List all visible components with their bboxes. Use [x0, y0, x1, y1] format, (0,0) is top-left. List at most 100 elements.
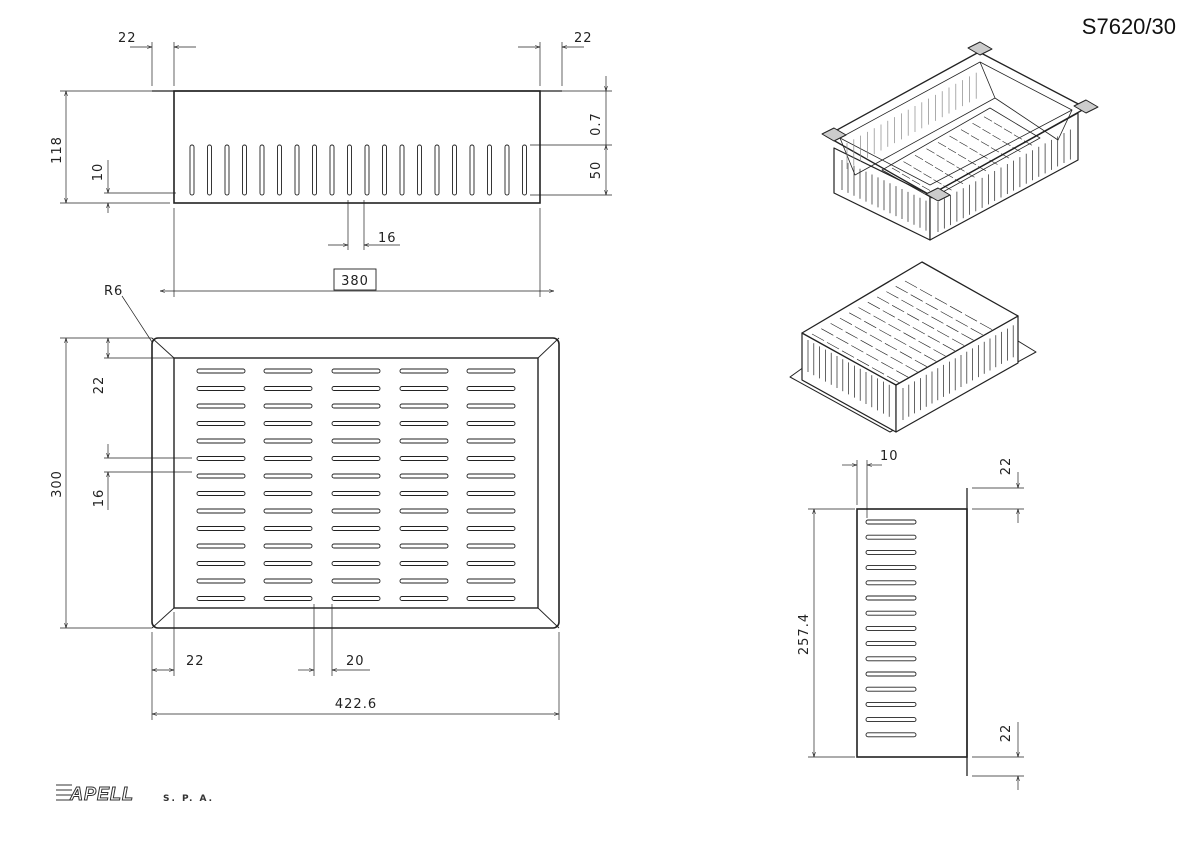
top-slot	[196, 386, 246, 391]
iso1-front-wall	[833, 147, 931, 241]
dim-front-right-offset: 22	[574, 31, 593, 46]
top-slot	[399, 491, 449, 496]
top-slot	[399, 421, 449, 426]
top-slot	[331, 526, 381, 531]
top-slot	[466, 473, 516, 479]
top-slot	[196, 578, 246, 584]
top-slot	[196, 561, 246, 566]
side-slot	[865, 732, 917, 738]
top-slot	[196, 368, 246, 374]
front-view	[60, 42, 612, 297]
top-slot	[196, 526, 246, 531]
front-slot	[277, 144, 282, 196]
top-slot	[196, 403, 246, 409]
top-slot	[399, 543, 449, 549]
top-slot	[263, 596, 313, 601]
top-slot	[466, 438, 516, 444]
side-slot	[865, 580, 917, 586]
dim-top-slot-pitch: 16	[92, 489, 107, 508]
front-slot	[399, 144, 405, 196]
top-slot	[263, 543, 313, 549]
top-slot	[399, 596, 449, 601]
top-slots	[196, 368, 516, 601]
top-slot	[331, 561, 381, 566]
top-slot	[331, 596, 381, 601]
top-slot	[466, 421, 516, 426]
top-slot	[399, 438, 449, 444]
top-slot	[263, 456, 313, 461]
front-slot	[487, 144, 492, 196]
top-slot	[399, 508, 449, 514]
top-slot	[399, 368, 449, 374]
top-slot	[196, 456, 246, 461]
top-slot	[466, 578, 516, 584]
top-slot	[331, 438, 381, 444]
dim-top-depth: 300	[50, 470, 65, 498]
front-slot	[347, 144, 352, 196]
top-slot	[263, 508, 313, 514]
front-slot	[522, 144, 527, 196]
top-slot	[331, 403, 381, 409]
dim-front-slot-pitch: 16	[378, 231, 397, 246]
front-slot	[259, 144, 265, 196]
dim-front-bottom-margin: 10	[91, 163, 106, 182]
top-slot	[263, 561, 313, 566]
front-slot	[207, 144, 212, 196]
front-slot	[452, 144, 457, 196]
dim-front-height: 118	[50, 136, 65, 164]
front-slot	[242, 144, 247, 196]
front-slot	[364, 144, 370, 196]
company-suffix: S. P. A.	[163, 794, 214, 804]
top-slot	[331, 368, 381, 374]
front-slot	[329, 144, 335, 196]
top-slot	[466, 561, 516, 566]
side-slot	[865, 717, 917, 723]
drawing-code: S7620/30	[1081, 14, 1176, 39]
top-slot	[196, 491, 246, 496]
top-slot	[263, 491, 313, 496]
dim-front-left-offset: 22	[118, 31, 137, 46]
side-slot	[865, 565, 917, 571]
top-slot	[331, 456, 381, 461]
top-slot	[331, 508, 381, 514]
company-logo: APELL S. P. A.	[56, 784, 214, 805]
top-slot	[466, 543, 516, 549]
top-slot	[399, 403, 449, 409]
side-slot	[865, 641, 917, 647]
side-slot	[865, 610, 917, 616]
top-slot	[263, 386, 313, 391]
top-slot	[196, 421, 246, 426]
dim-top-column-gap: 20	[346, 654, 365, 669]
dim-side-length: 257.4	[797, 613, 812, 655]
side-slot	[865, 625, 917, 631]
top-slot	[196, 438, 246, 444]
top-slot	[466, 386, 516, 391]
top-slot	[466, 456, 516, 461]
top-slot	[399, 526, 449, 531]
top-slot	[263, 526, 313, 531]
top-slot	[196, 473, 246, 479]
front-slot	[434, 144, 440, 196]
top-slot	[263, 368, 313, 374]
top-slot	[263, 421, 313, 426]
dim-top-overall-width: 422.6	[335, 697, 377, 712]
dim-top-left-margin: 22	[186, 654, 205, 669]
front-slot	[382, 144, 387, 196]
dim-side-bottom-margin: 22	[999, 724, 1014, 743]
top-slot	[331, 543, 381, 549]
dim-side-flange: 10	[880, 449, 899, 464]
top-slot	[263, 403, 313, 409]
front-slot	[189, 144, 195, 196]
front-slot	[312, 144, 317, 196]
front-view-dimensions: 22 22 118 10 0.7 50 16 380	[50, 31, 604, 289]
dim-side-top-margin: 22	[999, 457, 1014, 476]
side-view	[808, 460, 1024, 790]
top-slot	[466, 403, 516, 409]
top-slot	[196, 508, 246, 514]
side-slot	[865, 656, 917, 662]
front-slot	[469, 144, 475, 196]
top-slot	[399, 473, 449, 479]
top-slot	[331, 421, 381, 426]
top-slot	[399, 456, 449, 461]
